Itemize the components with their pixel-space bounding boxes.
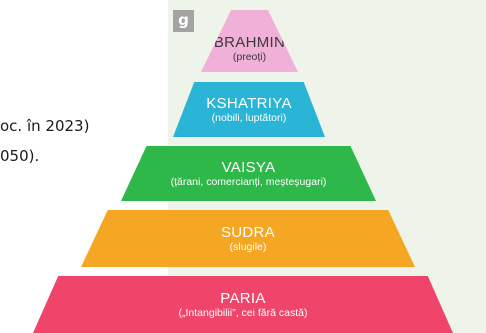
tier-paria: PARIA („Intangibilii”, cei fără castă) <box>33 276 453 333</box>
tier-description: (slugile) <box>229 240 267 253</box>
tier-sudra: SUDRA (slugile) <box>81 210 415 267</box>
body-text-line-2: 050). <box>0 147 40 165</box>
tier-name: PARIA <box>220 289 266 307</box>
tier-description: („Intangibilii”, cei fără castă) <box>178 306 308 319</box>
tier-kshatriya: KSHATRIYA (nobili, luptători) <box>173 82 325 137</box>
figure-label-badge: g <box>173 10 194 32</box>
tier-name: BRAHMIN <box>213 34 286 51</box>
tier-description: (preoți) <box>232 51 267 63</box>
tier-description: (țărani, comercianți, meșteșugari) <box>170 175 327 188</box>
tier-description: (nobili, luptători) <box>211 111 287 124</box>
tier-name: SUDRA <box>220 223 275 241</box>
tier-name: VAISYA <box>221 158 276 176</box>
tier-name: KSHATRIYA <box>206 94 292 112</box>
body-text-line-1: oc. în 2023) <box>0 117 90 135</box>
tier-vaisya: VAISYA (țărani, comercianți, meșteșugari… <box>121 146 376 201</box>
